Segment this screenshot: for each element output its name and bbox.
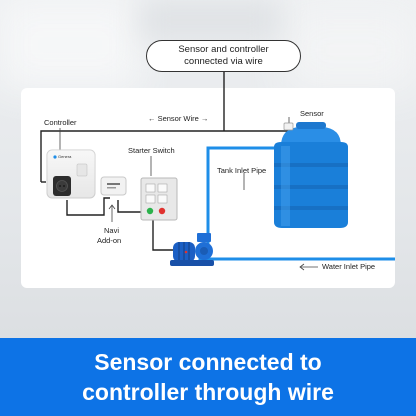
navi-arrow-head xyxy=(108,204,116,210)
controller-navi-wire xyxy=(66,197,110,216)
label-starter-switch: Starter Switch xyxy=(128,146,175,155)
banner-line-1: Sensor connected to xyxy=(94,349,322,375)
background-blur xyxy=(0,0,140,90)
controller-brand-logo: Genera xyxy=(58,154,72,159)
sensor-wire xyxy=(40,130,289,182)
water-inlet-arrow-head xyxy=(299,263,305,271)
label-sensor-wire: ← Sensor Wire → xyxy=(148,114,209,123)
banner-line-2: controller through wire xyxy=(82,379,334,405)
callout-line-1: Sensor and controller xyxy=(178,44,269,55)
label-tank-inlet-pipe: Tank Inlet Pipe xyxy=(217,166,267,175)
label-water-inlet-pipe: Water Inlet Pipe xyxy=(322,262,376,271)
tank-inlet-pipe xyxy=(206,146,278,246)
water-pump xyxy=(170,233,214,266)
label-navi: Navi xyxy=(104,226,120,235)
water-tank xyxy=(274,122,348,228)
label-controller: Controller xyxy=(44,118,77,127)
starter-switch-device xyxy=(140,177,178,221)
background-blur xyxy=(286,10,416,90)
navi-starter-wire xyxy=(117,200,145,213)
background-blur xyxy=(140,0,280,40)
caption-banner: Sensor connected to controller through w… xyxy=(0,338,416,416)
starter-pump-wire xyxy=(152,219,178,251)
sensor-device xyxy=(283,122,294,131)
navi-addon-device xyxy=(100,176,127,196)
label-sensor: Sensor xyxy=(300,109,324,118)
callout-line-2: connected via wire xyxy=(184,56,263,67)
controller-device xyxy=(46,149,96,199)
callout-bubble: Sensor and controller connected via wire xyxy=(146,40,301,72)
label-navi-addon: Add-on xyxy=(97,236,122,245)
